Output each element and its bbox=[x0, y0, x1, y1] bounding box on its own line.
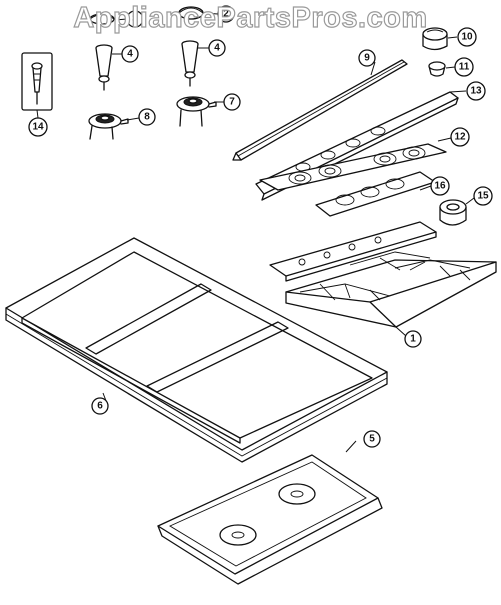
svg-text:12: 12 bbox=[454, 132, 466, 143]
svg-text:5: 5 bbox=[369, 434, 375, 445]
electrode-part[interactable] bbox=[21, 52, 53, 111]
bezel-panel[interactable] bbox=[259, 143, 447, 191]
callout-13[interactable]: 13 bbox=[466, 81, 486, 101]
callout-2[interactable]: 2 bbox=[217, 5, 235, 23]
svg-text:4: 4 bbox=[214, 43, 220, 54]
svg-text:13: 13 bbox=[470, 86, 482, 97]
burner-tube-right[interactable] bbox=[181, 40, 199, 87]
drip-tray[interactable] bbox=[157, 454, 383, 585]
knob-bezel[interactable] bbox=[439, 199, 467, 226]
callout-10[interactable]: 10 bbox=[457, 27, 477, 47]
callout-4-right[interactable]: 4 bbox=[208, 39, 226, 57]
callout-3[interactable]: 3 bbox=[126, 10, 144, 28]
svg-text:15: 15 bbox=[477, 191, 489, 202]
callout-7[interactable]: 7 bbox=[223, 93, 241, 111]
svg-text:7: 7 bbox=[229, 97, 235, 108]
burner-head-left[interactable] bbox=[88, 113, 129, 140]
cooktop-frame[interactable] bbox=[5, 237, 388, 463]
callout-9[interactable]: 9 bbox=[358, 49, 376, 67]
svg-text:11: 11 bbox=[459, 62, 470, 73]
burner-grate[interactable] bbox=[285, 251, 497, 328]
burner-cap-small[interactable] bbox=[89, 13, 115, 25]
knob-skirt[interactable] bbox=[428, 61, 446, 77]
burner-head-right[interactable] bbox=[176, 96, 217, 127]
trim-strip[interactable] bbox=[232, 59, 408, 161]
svg-text:10: 10 bbox=[461, 32, 473, 43]
callout-15[interactable]: 14 bbox=[28, 117, 48, 137]
callout-12[interactable]: 12 bbox=[450, 127, 470, 147]
svg-text:3: 3 bbox=[132, 14, 138, 25]
svg-text:16: 16 bbox=[434, 181, 446, 192]
svg-text:1: 1 bbox=[410, 334, 416, 345]
watermark-logo: AppliancePartsPros.com bbox=[73, 1, 428, 34]
rear-trim-panel[interactable] bbox=[315, 171, 436, 217]
svg-text:2: 2 bbox=[223, 9, 229, 20]
svg-text:8: 8 bbox=[144, 112, 150, 123]
svg-text:9: 9 bbox=[364, 53, 370, 64]
callout-5[interactable]: 5 bbox=[363, 430, 381, 448]
svg-text:14: 14 bbox=[32, 122, 44, 133]
callout-6[interactable]: 6 bbox=[91, 397, 109, 415]
burner-tube-left[interactable] bbox=[95, 44, 113, 91]
svg-text:4: 4 bbox=[127, 49, 133, 60]
callout-16[interactable]: 16 bbox=[430, 176, 450, 196]
burner-cap-large[interactable] bbox=[178, 6, 204, 20]
callout-8[interactable]: 8 bbox=[138, 108, 156, 126]
manifold-panel[interactable] bbox=[269, 221, 437, 282]
svg-text:6: 6 bbox=[97, 401, 103, 412]
control-panel[interactable] bbox=[255, 91, 459, 201]
callout-14[interactable]: 15 bbox=[473, 186, 493, 206]
callout-4-left[interactable]: 4 bbox=[121, 45, 139, 63]
callout-1[interactable]: 1 bbox=[404, 330, 422, 348]
control-knob[interactable] bbox=[422, 27, 448, 51]
callout-11[interactable]: 11 bbox=[454, 57, 474, 77]
